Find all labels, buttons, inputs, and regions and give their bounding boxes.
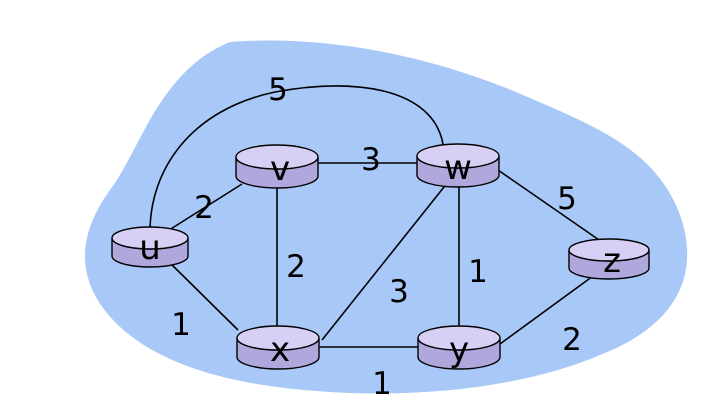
edge-u-w: [149, 85, 445, 233]
edge-cost-u-x: 1: [171, 307, 191, 343]
router-top: [416, 143, 500, 169]
router-label-w: w: [444, 148, 472, 188]
edge-cost-v-x: 2: [286, 249, 306, 285]
edge-cost-w-z: 5: [557, 181, 577, 217]
router-v: v: [235, 144, 319, 189]
router-icon: [568, 238, 650, 280]
router-icon: [417, 325, 501, 370]
router-x: x: [236, 325, 320, 370]
router-z: z: [568, 238, 650, 281]
edge-cost-v-w: 3: [361, 142, 381, 178]
router-icon: [235, 144, 319, 189]
edges: [149, 85, 605, 348]
edge-costs: 5 2 3 5 2 3 1 1 1 2: [171, 72, 582, 402]
edge-cost-u-v: 2: [194, 190, 214, 226]
router-u: u: [111, 226, 189, 268]
router-top: [417, 325, 501, 351]
edge-cost-u-w: 5: [268, 72, 288, 108]
edge-x-w: [321, 181, 449, 341]
router-y: y: [417, 325, 501, 370]
edge-cost-x-w: 3: [389, 274, 409, 310]
router-label-x: x: [270, 330, 290, 370]
edge-y-z: [499, 267, 605, 345]
edge-u-x: [165, 258, 239, 331]
network-cloud: [85, 40, 688, 394]
routers: u v w x y z: [111, 143, 650, 370]
edge-cost-y-z: 2: [562, 322, 582, 358]
router-top: [236, 325, 320, 351]
router-top: [568, 238, 650, 262]
edge-cost-w-y: 1: [468, 254, 488, 290]
edge-w-z: [497, 169, 603, 243]
router-icon: [236, 325, 320, 370]
router-icon: [416, 143, 500, 188]
router-top: [235, 144, 319, 170]
router-w: w: [416, 143, 500, 188]
edge-u-v: [165, 183, 243, 233]
router-label-y: y: [449, 330, 469, 370]
router-label-v: v: [270, 149, 290, 189]
router-top: [111, 226, 189, 250]
edge-cost-x-y: 1: [372, 366, 392, 402]
router-label-u: u: [139, 228, 161, 268]
router-label-z: z: [603, 241, 621, 281]
router-icon: [111, 226, 189, 268]
